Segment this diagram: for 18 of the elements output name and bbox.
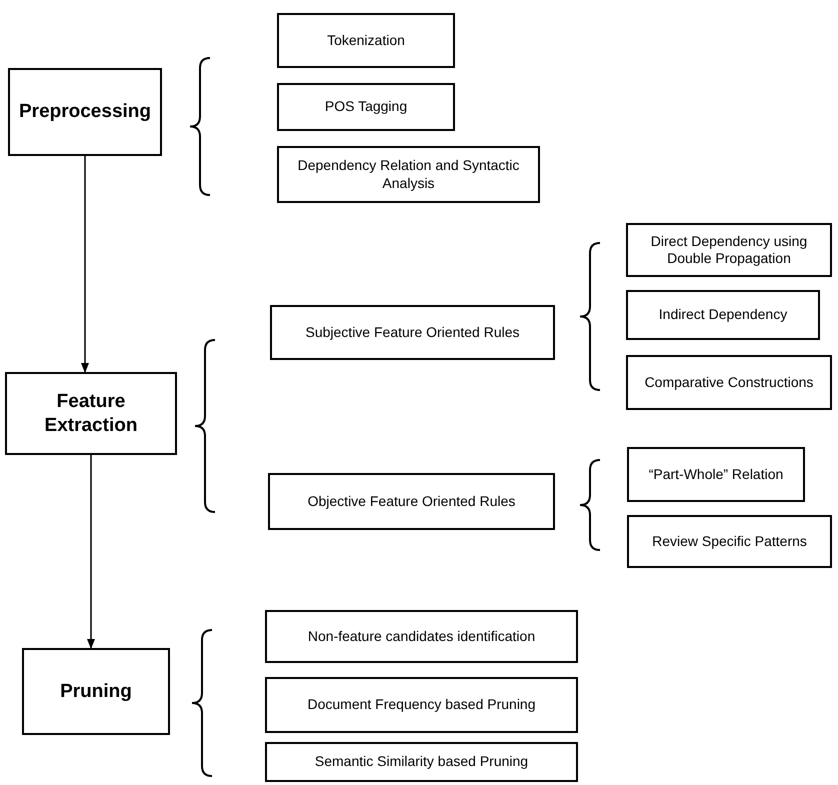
step-box: Review Specific Patterns (627, 515, 832, 568)
step-box: Dependency Relation and Syntactic Analysis (277, 146, 540, 203)
step-box: Document Frequency based Pruning (265, 677, 578, 733)
stage-box: Pruning (22, 648, 170, 735)
step-box: Non-feature candidates identification (265, 610, 578, 663)
step-box: POS Tagging (277, 83, 455, 131)
step-box: Direct Dependency using Double Propagation (626, 223, 832, 277)
step-box: Subjective Feature Oriented Rules (270, 305, 555, 360)
step-box: Comparative Constructions (626, 355, 832, 410)
step-box: “Part-Whole” Relation (627, 447, 805, 502)
step-box: Tokenization (277, 13, 455, 68)
step-box: Semantic Similarity based Pruning (265, 742, 578, 782)
arrow (81, 156, 89, 373)
stage-box: Feature Extraction (5, 372, 177, 455)
stage-box: Preprocessing (8, 68, 162, 156)
step-box: Objective Feature Oriented Rules (268, 473, 555, 530)
step-box: Indirect Dependency (626, 290, 820, 340)
arrow (87, 455, 95, 649)
